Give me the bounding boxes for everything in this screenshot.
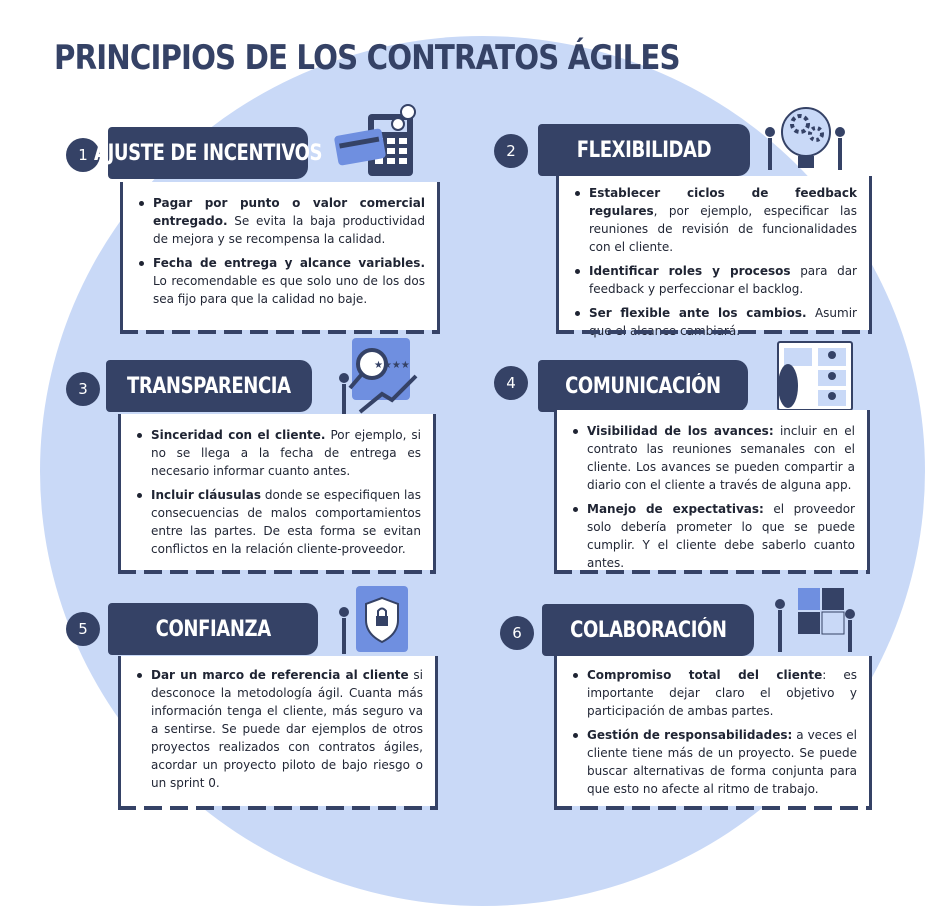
section-number: 5 [66, 612, 100, 646]
section-number: 6 [500, 616, 534, 650]
section-heading: AJUSTE DE INCENTIVOS [93, 140, 323, 166]
section-heading-banner: TRANSPARENCIA [106, 360, 312, 412]
bullet-item: Compromiso total del cliente: es importa… [571, 666, 857, 720]
bullet-item: Identificar roles y procesos para dar fe… [573, 262, 857, 298]
bullet-item: Fecha de entrega y alcance variables. Lo… [137, 254, 425, 308]
section-card: Compromiso total del cliente: es importa… [554, 656, 872, 810]
bullet-item: Ser flexible ante los cambios. Asumir qu… [573, 304, 857, 340]
section-card: Visibilidad de los avances: incluir en e… [554, 410, 870, 574]
section-heading-banner: COLABORACIÓN [542, 604, 754, 656]
section-card: Dar un marco de referencia al cliente si… [118, 656, 438, 810]
video-call-board-icon [777, 341, 853, 411]
section-card: Establecer ciclos de feedback regulares,… [556, 176, 872, 338]
security-shield-icon [339, 586, 408, 654]
section-number: 4 [494, 366, 528, 400]
bullet-item: Gestión de responsabilidades: a veces el… [571, 726, 857, 798]
bullet-item: Sinceridad con el cliente. Por ejemplo, … [135, 426, 421, 480]
bullet-item: Pagar por punto o valor comercial entreg… [137, 194, 425, 248]
section-card: Sinceridad con el cliente. Por ejemplo, … [118, 414, 436, 574]
section-card: Pagar por punto o valor comercial entreg… [120, 182, 440, 334]
lightbulb-gears-team-icon [765, 107, 845, 170]
section-heading: CONFIANZA [155, 616, 271, 642]
section-heading: FLEXIBILIDAD [576, 137, 712, 163]
section-heading: COLABORACIÓN [569, 617, 727, 643]
bullet-item: Incluir cláusulas donde se especifiquen … [135, 486, 421, 558]
svg-text:★★★★: ★★★★ [374, 360, 410, 371]
credit-card-calculator-icon [334, 104, 416, 176]
bullet-item: Establecer ciclos de feedback regulares,… [573, 184, 857, 256]
bullet-item: Visibilidad de los avances: incluir en e… [571, 422, 855, 494]
section-heading-banner: FLEXIBILIDAD [538, 124, 750, 176]
section-heading-banner: CONFIANZA [108, 603, 318, 655]
section-heading-banner: AJUSTE DE INCENTIVOS [94, 127, 322, 179]
bullet-item: Dar un marco de referencia al cliente si… [135, 666, 423, 792]
puzzle-teamwork-icon [775, 588, 855, 652]
section-number: 3 [66, 372, 100, 406]
page-title: PRINCIPIOS DE LOS CONTRATOS ÁGILES [54, 38, 681, 78]
section-heading-banner: COMUNICACIÓN [538, 360, 748, 412]
magnifier-rating-icon: ★★★★ [339, 338, 418, 418]
bullet-item: Manejo de expectativas: el proveedor sol… [571, 500, 855, 572]
section-heading: TRANSPARENCIA [127, 373, 291, 399]
section-number: 2 [494, 134, 528, 168]
section-heading: COMUNICACIÓN [565, 373, 721, 399]
section-number: 1 [66, 138, 100, 172]
